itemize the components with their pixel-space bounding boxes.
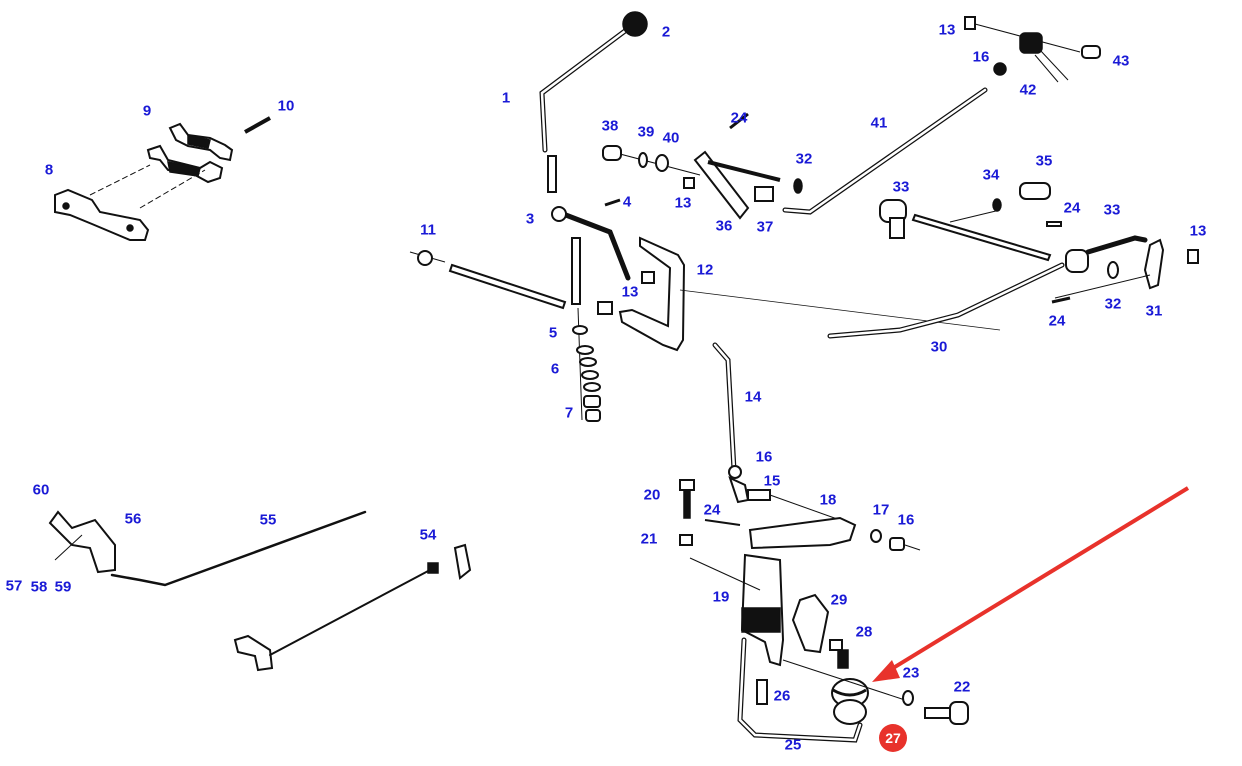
part-label-9[interactable]: 9 [142, 102, 152, 120]
part-label-24[interactable]: 24 [730, 109, 748, 127]
part-label-33[interactable]: 33 [1103, 201, 1121, 219]
part-label-13[interactable]: 13 [674, 194, 692, 212]
part-label-60[interactable]: 60 [32, 481, 50, 499]
part-label-15[interactable]: 15 [763, 472, 781, 490]
part-label-10[interactable]: 10 [277, 97, 295, 115]
part-label-32[interactable]: 32 [795, 150, 813, 168]
shift-lever-group [539, 11, 648, 422]
part-label-1[interactable]: 1 [501, 89, 511, 107]
part-label-19[interactable]: 19 [712, 588, 730, 606]
part-label-40[interactable]: 40 [662, 129, 680, 147]
part-label-58[interactable]: 58 [30, 578, 48, 596]
part-label-35[interactable]: 35 [1035, 152, 1053, 170]
part-label-59[interactable]: 59 [54, 578, 72, 596]
right-shaft-group [827, 182, 1199, 339]
part-label-20[interactable]: 20 [643, 486, 661, 504]
part-label-30[interactable]: 30 [930, 338, 948, 356]
part-label-23[interactable]: 23 [902, 664, 920, 682]
bracket-group-8-9-10 [54, 116, 271, 241]
part-label-17[interactable]: 17 [872, 501, 890, 519]
part-label-38[interactable]: 38 [601, 117, 619, 135]
part-label-16[interactable]: 16 [897, 511, 915, 529]
part-label-55[interactable]: 55 [259, 511, 277, 529]
highlight-arrow [872, 486, 1190, 682]
part-label-4[interactable]: 4 [622, 193, 632, 211]
part-label-56[interactable]: 56 [124, 510, 142, 528]
part-label-24[interactable]: 24 [1048, 312, 1066, 330]
part-label-33[interactable]: 33 [892, 178, 910, 196]
part-label-14[interactable]: 14 [744, 388, 762, 406]
part-label-28[interactable]: 28 [855, 623, 873, 641]
part-label-31[interactable]: 31 [1145, 302, 1163, 320]
part-label-16[interactable]: 16 [755, 448, 773, 466]
cable-group [48, 510, 472, 672]
part-label-3[interactable]: 3 [525, 210, 535, 228]
part-label-6[interactable]: 6 [550, 360, 560, 378]
part-label-12[interactable]: 12 [696, 261, 714, 279]
part-label-5[interactable]: 5 [548, 324, 558, 342]
part-label-34[interactable]: 34 [982, 166, 1000, 184]
part-label-29[interactable]: 29 [830, 591, 848, 609]
part-label-13[interactable]: 13 [938, 21, 956, 39]
part-label-7[interactable]: 7 [564, 404, 574, 422]
part-label-13[interactable]: 13 [1189, 222, 1207, 240]
part-label-57[interactable]: 57 [5, 577, 23, 595]
part-label-22[interactable]: 22 [953, 678, 971, 696]
shaft-group [409, 236, 1001, 473]
part-label-8[interactable]: 8 [44, 161, 54, 179]
part-label-41[interactable]: 41 [870, 114, 888, 132]
part-label-39[interactable]: 39 [637, 123, 655, 141]
part-label-24[interactable]: 24 [1063, 199, 1081, 217]
part-label-54[interactable]: 54 [419, 526, 437, 544]
part-label-43[interactable]: 43 [1112, 52, 1130, 70]
part-label-13[interactable]: 13 [621, 283, 639, 301]
part-label-25[interactable]: 25 [784, 736, 802, 754]
top-right-clevis-group [964, 16, 1101, 83]
part-label-42[interactable]: 42 [1019, 81, 1037, 99]
part-label-32[interactable]: 32 [1104, 295, 1122, 313]
part-label-21[interactable]: 21 [640, 530, 658, 548]
part-label-37[interactable]: 37 [756, 218, 774, 236]
part-label-36[interactable]: 36 [715, 217, 733, 235]
pedal-group [679, 465, 969, 743]
part-label-18[interactable]: 18 [819, 491, 837, 509]
bolt-lever-group-36 [602, 87, 988, 220]
part-label-16[interactable]: 16 [972, 48, 990, 66]
part-label-2[interactable]: 2 [661, 23, 671, 41]
part-label-11[interactable]: 11 [420, 221, 436, 239]
part-label-26[interactable]: 26 [773, 687, 791, 705]
part-label-27-highlighted[interactable]: 27 [879, 724, 907, 752]
part-label-24[interactable]: 24 [703, 501, 721, 519]
